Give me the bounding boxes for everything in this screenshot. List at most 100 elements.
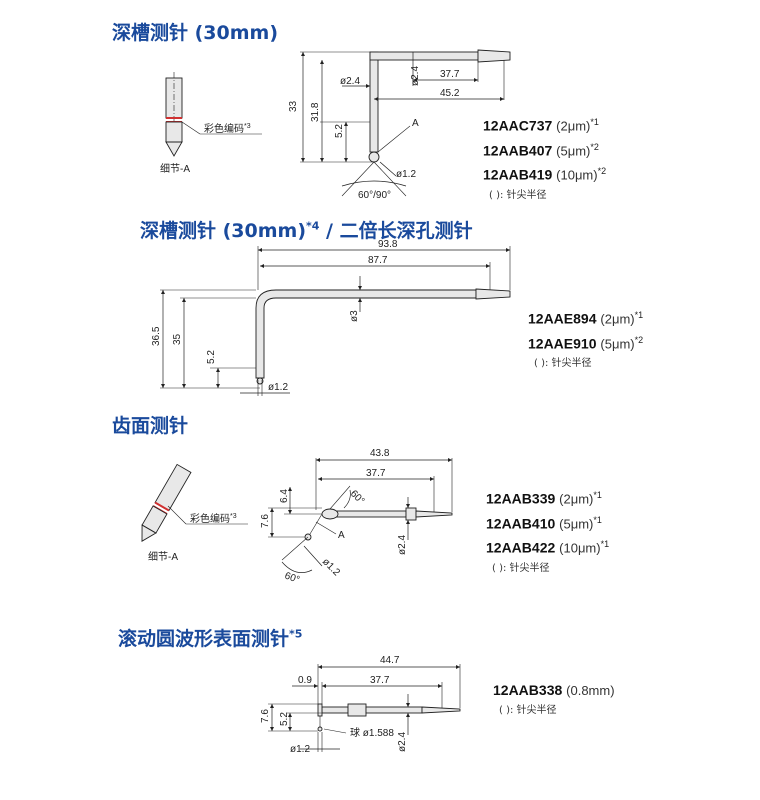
- tip-stem: [309, 513, 323, 535]
- code-line: 12AAB339 (2μm)*1: [486, 485, 609, 510]
- stylus-tip: [165, 141, 183, 157]
- leader-line: [167, 505, 187, 525]
- section-title-gear-tooth: 齿面测针: [112, 411, 188, 438]
- footnote: *2: [590, 141, 599, 152]
- stylus-end: [477, 49, 511, 63]
- tolerance: (10μm): [559, 540, 601, 556]
- dim-line: [303, 545, 323, 567]
- code-line: 12AAC737 (2μm)*1: [483, 112, 606, 137]
- dim-0-9: 0.9: [298, 675, 312, 686]
- dim-37-7: 37.7: [370, 675, 390, 686]
- ball-label: 球 ø1.588: [350, 726, 394, 739]
- angle-label-1: 60°: [348, 488, 366, 506]
- tolerance: (5μm): [600, 336, 635, 352]
- ball-tip: [256, 377, 264, 385]
- shaft: [333, 510, 407, 518]
- leader-line: [377, 125, 411, 153]
- dim-5-2: 5.2: [279, 712, 290, 726]
- dim-45-2: 45.2: [440, 88, 460, 99]
- code-line: 12AAB407 (5μm)*2: [483, 137, 606, 162]
- footnote: *1: [593, 490, 602, 500]
- title-text: 滚动圆波形表面测针: [118, 628, 290, 650]
- leader-line: [315, 521, 337, 535]
- tip-radius-note: ( ): 针尖半径: [489, 189, 547, 201]
- dim-dia-2-4: ø2.4: [397, 535, 408, 555]
- detail-a-label: 细节-A: [148, 550, 178, 563]
- code: 12AAE910: [528, 335, 597, 352]
- section-title-deep-groove-double: 深槽测针 (30mm)*4 / 二倍长深孔测针: [140, 216, 473, 243]
- dim-7-6: 7.6: [260, 514, 271, 528]
- angle-line: [341, 161, 375, 197]
- dim-5-2: 5.2: [206, 350, 217, 364]
- code-line: 12AAE894 (2μm)*1: [528, 305, 643, 330]
- dim-43-8: 43.8: [370, 448, 390, 459]
- stylus-drawing-3: 43.8 37.7 7.6 6.4 ø2.4 60° A ø1.2 60°: [260, 448, 453, 586]
- title-rest: / 二倍长深孔测针: [319, 220, 473, 242]
- footnote: *1: [600, 539, 610, 550]
- dim-dia-1-2: ø1.2: [320, 556, 342, 578]
- footnote: *1: [590, 117, 599, 127]
- code-line: 12AAB338 (0.8mm): [493, 680, 615, 701]
- section-title-rolling-circle: 滚动圆波形表面测针*5: [118, 624, 302, 651]
- dim-87-7: 87.7: [368, 255, 388, 266]
- dim-31-8: 31.8: [310, 102, 321, 122]
- leader-line: [323, 728, 347, 734]
- code: 12AAB422: [486, 539, 556, 556]
- color-code-label: 彩色编码*3: [204, 122, 251, 135]
- dim-7-6: 7.6: [260, 709, 271, 723]
- dim-dia-1-2: ø1.2: [396, 169, 416, 180]
- bent-shaft: [255, 289, 477, 379]
- code: 12AAC737: [483, 117, 553, 134]
- tolerance: (5μm): [556, 143, 591, 159]
- footnote: *1: [593, 514, 602, 525]
- title-sup: *4: [306, 219, 320, 233]
- code-line: 12AAB419 (10μm)*2: [483, 161, 606, 186]
- stylus-end: [421, 706, 461, 714]
- stylus-drawing-1: 33 31.8 5.2 ø2.4 ø2.4 37.7 45.2 A ø1.2 6…: [288, 49, 511, 201]
- dim-5-2: 5.2: [334, 124, 345, 138]
- detail-a-figure-1: 彩色编码*3 细节-A: [160, 72, 262, 175]
- footnote: *1: [634, 310, 644, 320]
- codes-section-3: 12AAB339 (2μm)*1 12AAB410 (5μm)*1 12AAB4…: [486, 485, 609, 579]
- tip-body: [317, 703, 323, 717]
- leader-line: [181, 121, 201, 135]
- label-a: A: [338, 530, 345, 541]
- detail-a-figure-3: 彩色编码*3 细节-A: [141, 463, 248, 563]
- codes-section-1: 12AAC737 (2μm)*1 12AAB407 (5μm)*2 12AAB4…: [483, 112, 606, 206]
- dim-dia-2-4: ø2.4: [340, 76, 360, 87]
- detail-a-label: 细节-A: [160, 162, 190, 175]
- shaft-right: [365, 706, 423, 714]
- title-sup: *5: [289, 627, 303, 641]
- tolerance: (5μm): [559, 516, 594, 532]
- code: 12AAB339: [486, 490, 556, 507]
- angle-line: [373, 161, 407, 197]
- stylus-end: [475, 288, 511, 300]
- dim-dia-1-2: ø1.2: [268, 382, 288, 393]
- tolerance: (2μm): [600, 311, 635, 327]
- angle-label-2: 60°: [283, 570, 301, 586]
- tolerance: (2μm): [556, 118, 591, 134]
- angle-label: 60°/90°: [358, 190, 391, 201]
- label-a: A: [412, 118, 419, 129]
- tip-radius-note: ( ): 针尖半径: [499, 705, 557, 716]
- code: 12AAB419: [483, 166, 553, 183]
- codes-section-4: 12AAB338 (0.8mm) ( ): 针尖半径: [493, 680, 615, 721]
- collar: [347, 703, 367, 717]
- stylus-drawing-2: 36.5 35 5.2 ø3 93.8 87.7 ø1.2: [151, 239, 511, 396]
- dim-93-8: 93.8: [378, 239, 398, 250]
- code: 12AAB407: [483, 142, 553, 159]
- dim-dia-2-4-b: ø2.4: [410, 66, 421, 86]
- dim-line: [379, 161, 397, 177]
- dim-dia-1-2: ø1.2: [290, 744, 310, 755]
- tip-body: [321, 508, 339, 520]
- angle-line: [281, 536, 309, 561]
- dim-44-7: 44.7: [380, 655, 400, 666]
- angle-arc: [343, 489, 351, 509]
- dim-6-4: 6.4: [279, 489, 290, 503]
- collar: [405, 507, 417, 521]
- codes-section-2: 12AAE894 (2μm)*1 12AAE910 (5μm)*2 ( ): 针…: [528, 305, 643, 374]
- angle-arc: [341, 180, 407, 187]
- dim-36-5: 36.5: [151, 326, 162, 346]
- dim-37-7: 37.7: [440, 69, 460, 80]
